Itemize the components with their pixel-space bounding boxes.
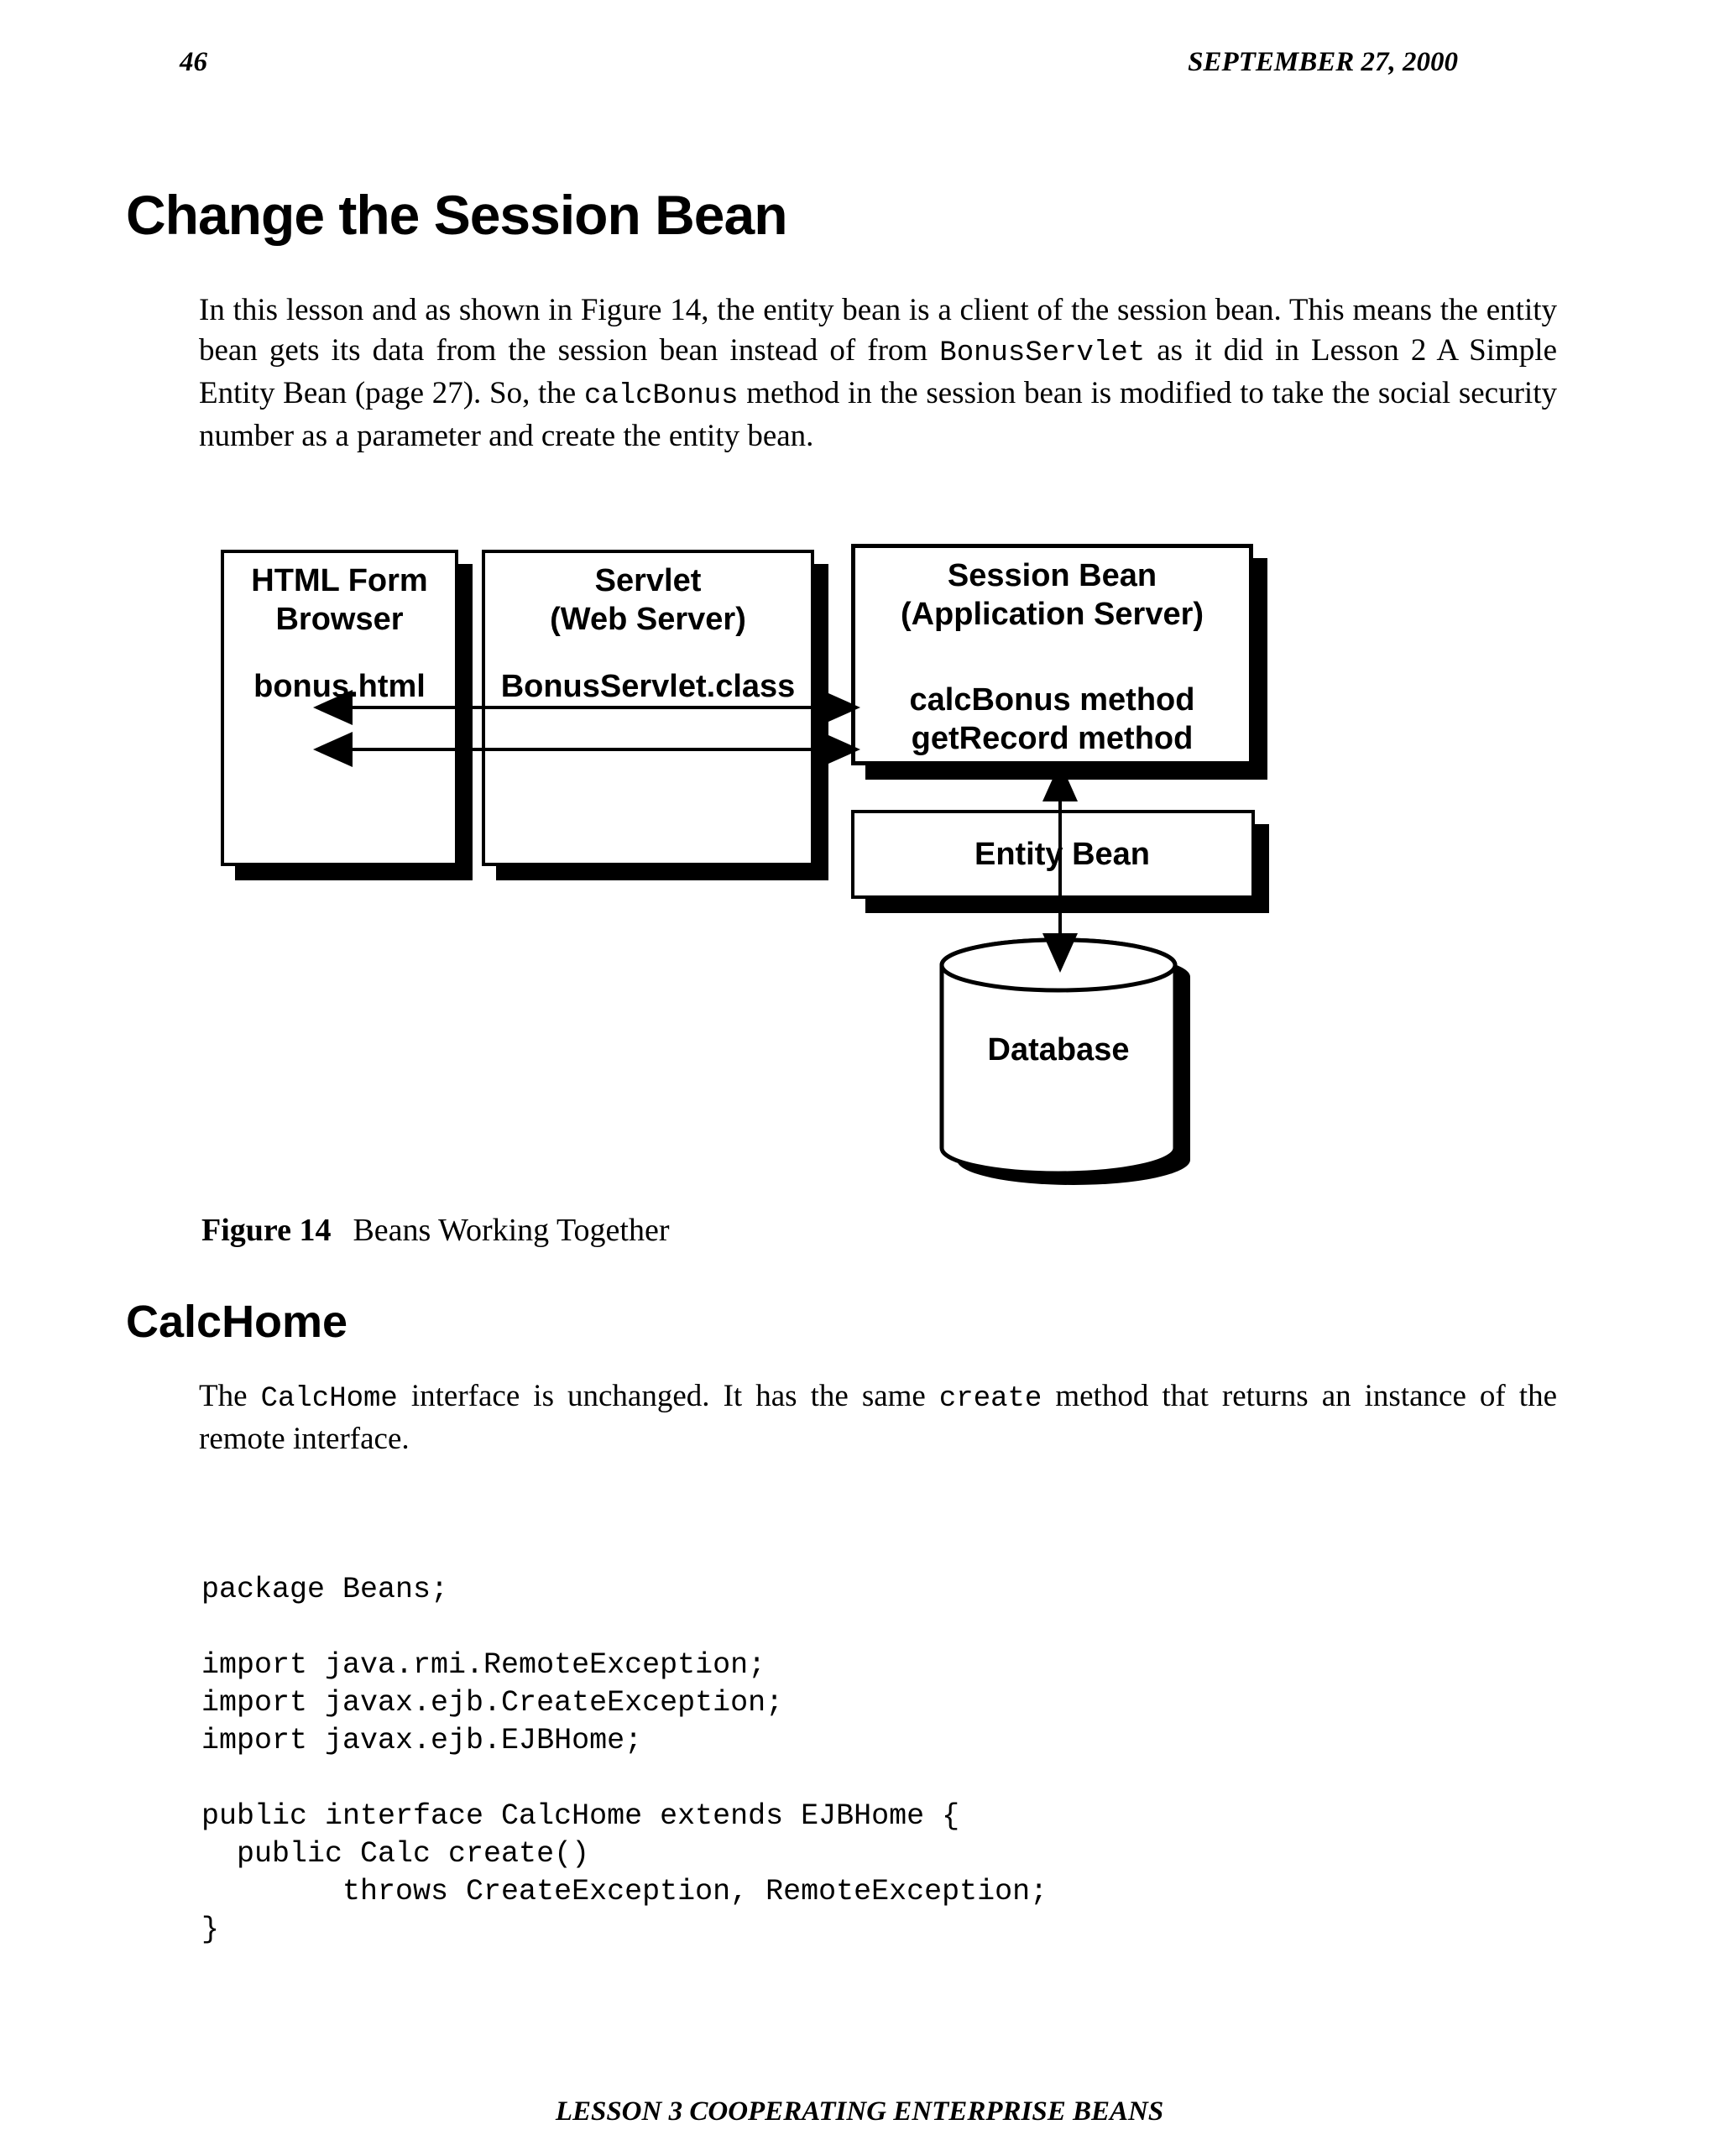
intro-text-2: as it did in Lesson 2 A Simple Entity Be…	[199, 333, 1557, 410]
entity-bean-box: Entity Bean	[851, 810, 1255, 899]
entity-bean-label: Entity Bean	[974, 837, 1151, 872]
html-form-box-title-line2: Browser	[275, 602, 404, 637]
calcbonus-method-label: calcBonus method	[909, 682, 1195, 718]
code-line: public interface CalcHome extends EJBHom…	[201, 1799, 960, 1833]
page-number: 46	[180, 47, 207, 77]
calchome-text-2: interface is unchanged. It has the same	[397, 1379, 939, 1413]
session-bean-box: Session Bean (Application Server) calcBo…	[851, 544, 1253, 765]
cylinder-shadow	[957, 952, 1190, 1185]
section-heading-calchome: CalcHome	[126, 1297, 348, 1347]
code-line: package Beans;	[201, 1573, 449, 1606]
running-footer: LESSON 3 COOPERATING ENTERPRISE BEANS	[555, 2096, 1164, 2127]
bonusservlet-class-label: BonusServlet.class	[500, 669, 796, 704]
inline-code-create: create	[938, 1383, 1042, 1415]
code-line: }	[201, 1913, 220, 1946]
arrowhead-down-icon	[1042, 933, 1078, 973]
calchome-paragraph: The CalcHome interface is unchanged. It …	[199, 1376, 1557, 1459]
inline-code-calchome: CalcHome	[260, 1383, 398, 1415]
code-line: import javax.ejb.CreateException;	[201, 1686, 784, 1720]
code-line: import java.rmi.RemoteException;	[201, 1648, 766, 1682]
inline-code-bonusservlet: BonusServlet	[939, 337, 1146, 369]
code-line	[201, 1760, 1048, 1798]
getrecord-method-label: getRecord method	[911, 721, 1194, 756]
code-line: throws CreateException, RemoteException;	[201, 1875, 1048, 1908]
arrowhead-right-icon	[821, 732, 860, 767]
session-bean-title-line1: Session Bean	[947, 558, 1157, 593]
calchome-text-1: The	[199, 1379, 261, 1413]
running-header-date: SEPTEMBER 27, 2000	[1188, 47, 1458, 77]
arrowhead-left-icon	[313, 690, 353, 725]
arrow-line	[1058, 794, 1062, 938]
intro-text-1: In this lesson and as shown in Figure 14…	[199, 293, 1557, 368]
code-line: public Calc create()	[201, 1837, 590, 1871]
bonus-html-label: bonus.html	[253, 669, 426, 704]
calchome-code-listing: package Beans; import java.rmi.RemoteExc…	[201, 1571, 1048, 1949]
calchome-text-3: method that returns an instance of the r…	[199, 1379, 1557, 1456]
cylinder-body	[939, 937, 1178, 1176]
database-cylinder-icon	[939, 937, 1190, 1185]
servlet-box-title-line2: (Web Server)	[550, 602, 746, 637]
intro-paragraph: In this lesson and as shown in Figure 14…	[199, 290, 1557, 457]
database-label: Database	[987, 1032, 1130, 1068]
servlet-box-title-line1: Servlet	[594, 563, 702, 598]
inline-code-calcbonus: calcBonus	[583, 380, 739, 412]
figure-caption-label: Figure 14	[201, 1213, 332, 1248]
figure-caption-text: Beans Working Together	[353, 1213, 670, 1248]
page-title: Change the Session Bean	[126, 184, 788, 246]
arrowhead-left-icon	[313, 732, 353, 767]
figure-caption: Figure 14 Beans Working Together	[201, 1212, 669, 1249]
intro-text-3: method in the session bean is modified t…	[199, 376, 1557, 453]
arrow-line	[332, 748, 828, 751]
servlet-web-server-box: Servlet (Web Server) BonusServlet.class	[482, 550, 814, 866]
arrow-line	[332, 706, 828, 709]
html-form-box-title-line1: HTML Form	[251, 563, 428, 598]
code-line	[201, 1609, 1048, 1647]
session-bean-title-line2: (Application Server)	[900, 597, 1204, 632]
cylinder-top	[939, 937, 1178, 993]
code-line: import javax.ejb.EJBHome;	[201, 1724, 643, 1757]
arrowhead-up-icon	[1042, 762, 1078, 801]
html-form-browser-box: HTML Form Browser bonus.html	[221, 550, 458, 866]
arrowhead-right-icon	[821, 690, 860, 725]
